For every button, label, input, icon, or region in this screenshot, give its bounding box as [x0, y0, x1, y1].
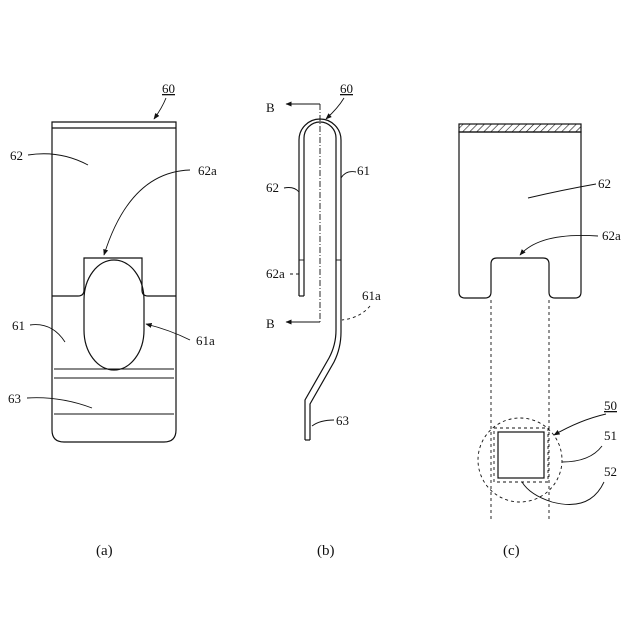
panel-a-leader-upper-notch: [104, 170, 190, 255]
panel-b-caption: (b): [317, 543, 335, 559]
panel-c-leader-module-part-1: [562, 446, 602, 462]
panel-b-label-upper-notch: 62a: [266, 266, 285, 281]
panel-c-label-upper-notch: 62a: [602, 228, 621, 243]
panel-c-leader-upper-notch: [520, 235, 598, 255]
panel-b-leader-base-opening: [342, 306, 370, 320]
panel-b-label-base: 61: [357, 163, 370, 178]
panel-b-leader-lower-part: [312, 420, 334, 426]
panel-a-label-assembly: 60: [162, 81, 175, 96]
panel-c-module-50: [478, 418, 562, 502]
panel-a-leader-base-opening: [146, 324, 190, 340]
panel-c-leader-module-part-2: [522, 482, 604, 505]
panel-a-leader-assembly: [154, 98, 166, 119]
panel-c-leader-upper-part: [528, 184, 596, 198]
panel-c-label-upper-part: 62: [598, 176, 611, 191]
panel-a-label-base: 61: [12, 318, 25, 333]
panel-a-label-base-opening: 61a: [196, 333, 215, 348]
panel-c-label-module-part-2: 52: [604, 464, 617, 479]
panel-b-label-section-top: B: [266, 100, 275, 115]
panel-c-label-module: 50: [604, 398, 617, 413]
panel-b-label-section-bottom: B: [266, 316, 275, 331]
panel-c-caption: (c): [503, 543, 520, 559]
panel-c-module-part-52: [494, 428, 548, 482]
panel-b-leader-base: [341, 172, 356, 178]
panel-c: 62 62a 50 51 52 (c): [459, 124, 621, 559]
panel-a-caption: (a): [96, 543, 113, 559]
panel-b-label-base-opening: 61a: [362, 288, 381, 303]
panel-a-opening-61a: [84, 260, 144, 370]
panel-a: 60 62 62a 61 61a 63 (a): [8, 81, 217, 559]
panel-c-hatched-edge: [459, 124, 581, 132]
panel-b-leader-upper-part: [284, 188, 299, 193]
panel-a-label-upper-notch: 62a: [198, 163, 217, 178]
panel-b-leader-assembly: [326, 98, 344, 119]
panel-c-label-module-part-1: 51: [604, 428, 617, 443]
panel-a-notch-62a: [52, 258, 176, 296]
panel-a-leader-base: [30, 325, 65, 342]
panel-c-upper-part-outline: [459, 132, 581, 298]
panel-a-label-lower-part: 63: [8, 391, 21, 406]
panel-b-label-lower-part: 63: [336, 413, 349, 428]
panel-b: B B 60 62 61 62a 61a 63 (b): [266, 81, 381, 559]
panel-a-leader-upper-part: [28, 154, 88, 165]
panel-b-label-upper-part: 62: [266, 180, 279, 195]
panel-a-leader-lower-part: [27, 398, 92, 408]
panel-c-module-part-51: [498, 432, 544, 478]
panel-b-label-assembly: 60: [340, 81, 353, 96]
panel-a-label-upper-part: 62: [10, 148, 23, 163]
panel-a-outline: [52, 122, 176, 442]
panel-c-leader-module: [554, 414, 606, 435]
